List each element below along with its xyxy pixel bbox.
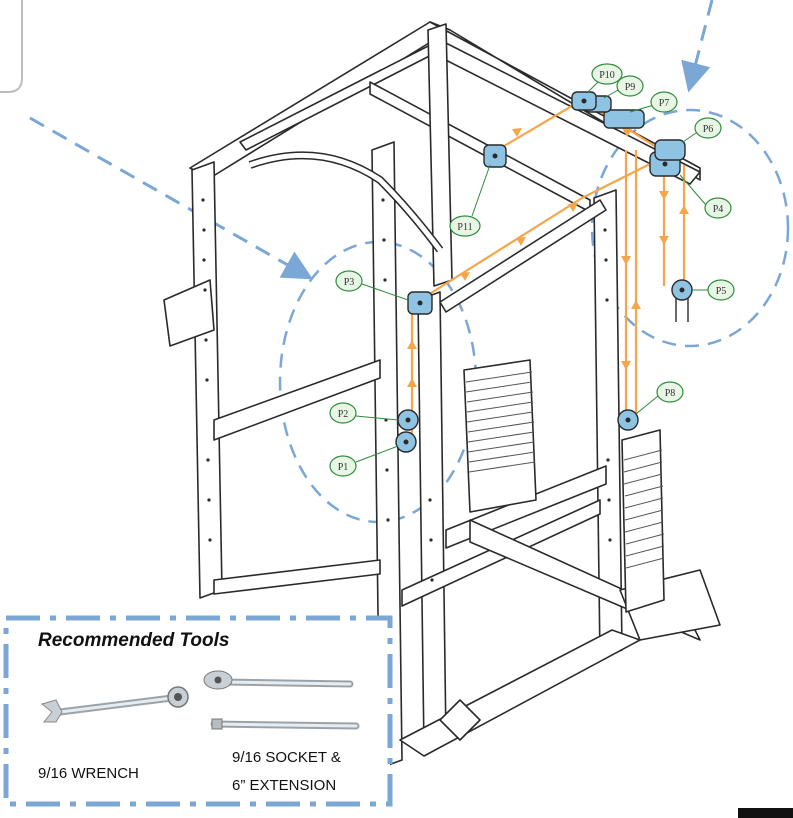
callout-p2 xyxy=(329,402,357,424)
callout-p11 xyxy=(449,215,481,237)
callout-p6-label: P6 xyxy=(703,124,714,135)
rack-frame xyxy=(163,21,721,769)
callout-p3-label: P3 xyxy=(344,277,355,288)
pulley-p6 xyxy=(654,139,686,161)
callout-p1-label: P1 xyxy=(338,462,349,473)
weight-stack-stripes xyxy=(465,371,665,569)
ratchet-icon xyxy=(203,670,354,690)
callout-p1 xyxy=(329,455,357,477)
callout-p2-label: P2 xyxy=(338,409,349,420)
callout-p7-label: P7 xyxy=(659,98,670,109)
callout-panel-fragment xyxy=(0,0,23,93)
callout-p4-label: P4 xyxy=(713,204,724,215)
detail-circle-right xyxy=(590,108,790,348)
callout-p11-label: P11 xyxy=(457,222,472,233)
pulley-hubs xyxy=(403,98,685,445)
callout-p9-label: P9 xyxy=(625,82,636,93)
wrench-label: 9/16 WRENCH xyxy=(38,765,139,782)
callout-p9 xyxy=(616,75,644,97)
extension-bar-icon xyxy=(210,718,360,730)
callout-p10-label: P10 xyxy=(599,70,615,81)
socket-label-line1: 9/16 SOCKET & xyxy=(232,749,341,766)
callout-p8-label: P8 xyxy=(665,388,676,399)
wrench-icon xyxy=(40,686,189,723)
pulley-p7 xyxy=(603,109,645,129)
callout-p6 xyxy=(694,117,722,139)
handle-p5 xyxy=(675,298,689,322)
tools-title: Recommended Tools xyxy=(38,630,230,651)
socket-label-line2: 6” EXTENSION xyxy=(232,777,337,794)
callout-p8 xyxy=(656,381,684,403)
callout-p3 xyxy=(335,270,363,292)
pulley-callouts: P1 P2 P3 P4 P5 P6 P7 P8 P9 P10 P11 xyxy=(329,63,735,477)
callout-p7 xyxy=(650,91,678,113)
cable-direction-arrows xyxy=(407,128,689,387)
page-edge-block xyxy=(738,808,793,818)
callout-p5 xyxy=(707,279,735,301)
callout-p4 xyxy=(704,197,732,219)
dashed-guide-arrow-top xyxy=(681,0,714,93)
callout-p10 xyxy=(591,63,623,85)
callout-p5-label: P5 xyxy=(716,286,727,297)
